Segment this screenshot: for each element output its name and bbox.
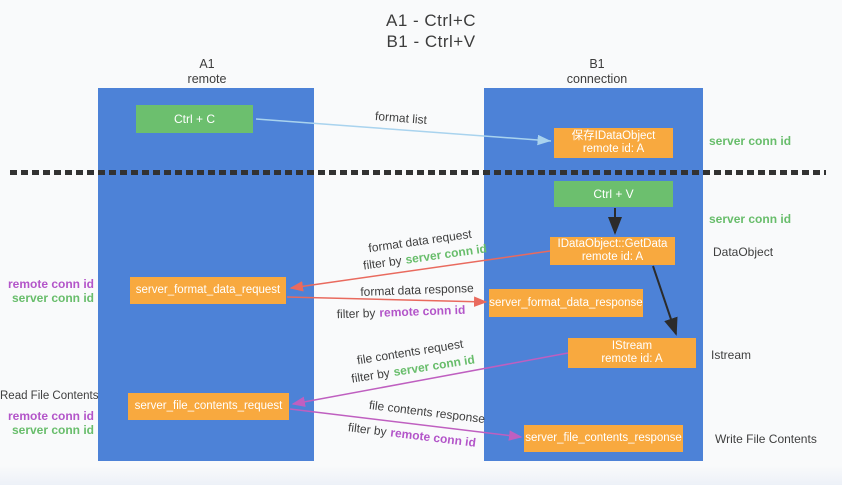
istream-side-label: Istream — [711, 348, 752, 362]
diagram-title: A1 - Ctrl+C B1 - Ctrl+V — [386, 10, 476, 52]
server-file-contents-response-box: server_file_contents_response — [524, 425, 683, 452]
title-line-b1: B1 - Ctrl+V — [386, 32, 476, 51]
left-conn-id-group-1: remote conn id server conn id — [0, 277, 94, 305]
save-idataobject-box: 保存IDataObject remote id: A — [554, 128, 673, 158]
filter-remote-conn-id-2: remote conn id — [389, 425, 477, 450]
ctrl-v-box: Ctrl + V — [554, 181, 673, 207]
remote-conn-id-label-1: remote conn id — [7, 277, 94, 291]
write-file-contents-label: Write File Contents — [715, 432, 817, 446]
column-b1-name: B1 — [589, 57, 605, 71]
column-b1-subtitle: connection — [566, 72, 628, 86]
format-list-label: format list — [374, 108, 428, 128]
server-format-data-request-box: server_format_data_request — [130, 277, 286, 304]
save-idataobject-line1: 保存IDataObject — [571, 130, 656, 142]
idataobject-getdata-box: IDataObject::GetData remote id: A — [550, 237, 675, 265]
server-conn-id-label-left-2: server conn id — [11, 423, 94, 437]
filter-by-text-2: filter by — [336, 305, 376, 322]
ctrl-c-box: Ctrl + C — [136, 105, 253, 133]
getdata-line2: remote id: A — [581, 251, 644, 263]
server-file-contents-response-label: server_file_contents_response — [525, 432, 682, 444]
server-format-data-response-label: server_format_data_response — [489, 296, 643, 309]
server-conn-id-label-top: server conn id — [709, 134, 792, 148]
istream-line1: IStream — [611, 340, 653, 352]
read-file-contents-label: Read File Contents — [0, 390, 99, 402]
column-a1-name: A1 — [199, 57, 215, 71]
column-header-b1: B1 connection — [567, 57, 627, 87]
server-format-data-request-label: server_format_data_request — [135, 284, 281, 296]
filter-by-text-3: filter by — [350, 365, 391, 386]
istream-box: IStream remote id: A — [568, 338, 696, 368]
save-idataobject-line2: remote id: A — [582, 143, 645, 155]
server-conn-id-label-left-1: server conn id — [11, 291, 94, 305]
istream-line2: remote id: A — [601, 353, 663, 365]
getdata-line1: IDataObject::GetData — [557, 238, 668, 250]
server-conn-id-label-mid: server conn id — [709, 212, 792, 226]
ctrl-v-label: Ctrl + V — [593, 187, 634, 201]
format-data-response-label: format data response — [360, 281, 474, 299]
server-file-contents-request-label: server_file_contents_request — [134, 400, 283, 412]
file-contents-response-label: file contents response — [368, 397, 486, 427]
remote-conn-id-label-2: remote conn id — [7, 409, 94, 423]
filter-by-text-1: filter by — [362, 253, 403, 273]
column-header-a1: A1 remote — [188, 57, 227, 87]
filter-by-text-4: filter by — [347, 420, 388, 439]
server-format-data-response-box: server_format_data_response — [489, 289, 643, 317]
ctrl-c-label: Ctrl + C — [173, 112, 215, 126]
filter-remote-conn-id-1: remote conn id — [379, 302, 466, 320]
server-file-contents-request-box: server_file_contents_request — [128, 393, 289, 420]
dataobject-label: DataObject — [713, 245, 774, 259]
column-a1-subtitle: remote — [187, 72, 227, 86]
session-separator-dotted-line — [10, 170, 826, 175]
title-line-a1: A1 - Ctrl+C — [385, 11, 477, 30]
left-conn-id-group-2: remote conn id server conn id — [0, 409, 94, 437]
